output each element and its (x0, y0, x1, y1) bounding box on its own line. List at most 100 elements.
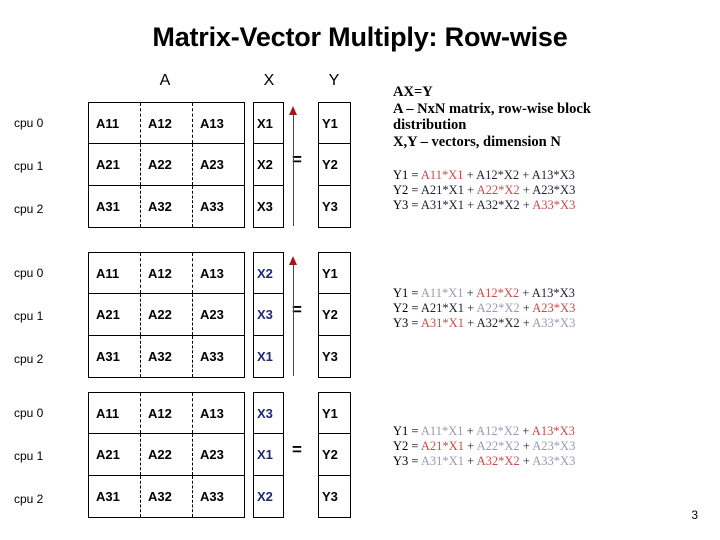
equals-sign: = (292, 300, 302, 319)
matrix-a-cell: A12 (141, 253, 193, 294)
equation-lhs: Y1 = (393, 286, 421, 300)
equation-lhs: Y1 = (393, 424, 421, 438)
vector-y-cell: Y2 (319, 434, 350, 476)
matrix-a-cell: A22 (141, 144, 193, 185)
equation-term: A23*X3 (532, 301, 576, 315)
rotation-arrow-icon (289, 106, 298, 226)
vector-y-cell: Y3 (322, 198, 338, 214)
equation-term: A23*X3 (532, 439, 576, 453)
equation-term: A33*X3 (532, 454, 576, 468)
equals-sign: = (292, 440, 302, 459)
matrix-a-cell: A33 (200, 198, 224, 214)
vector-x-cell: X2 (254, 253, 283, 295)
matrix-a-cell: A21 (89, 144, 141, 185)
equation-term: A33*X3 (532, 316, 576, 330)
equation-term: A32*X2 (476, 198, 520, 212)
equation-line: Y1 = A11*X1 + A12*X2 + A13*X3 (393, 286, 575, 301)
vector-x-cell: X1 (254, 434, 283, 476)
cpu-label-1: cpu 1 (14, 309, 44, 323)
equation-term: + (463, 198, 477, 212)
equation-line: Y2 = A21*X1 + A22*X2 + A23*X3 (393, 439, 575, 454)
vector-x-cell: X1 (254, 103, 283, 145)
equation-lhs: Y3 = (393, 454, 421, 468)
equation-term: A12*X2 (476, 168, 520, 182)
vector-y-cell: Y2 (319, 294, 350, 336)
matrix-a-cell: A31 (89, 185, 141, 227)
equation-term: A12*X2 (476, 286, 520, 300)
matrix-a-cell: A31 (89, 475, 141, 517)
vector-y-cell: Y3 (322, 348, 338, 364)
equation-term: A22*X2 (476, 301, 520, 315)
equation-term: A32*X2 (476, 454, 520, 468)
equation-term: A13*X3 (531, 286, 575, 300)
matrix-a-cell: A21 (89, 294, 141, 335)
matrix-a-cell: A33 (200, 348, 224, 364)
equation-line: Y3 = A31*X1 + A32*X2 + A33*X3 (393, 316, 575, 331)
equation-term: A23*X3 (532, 183, 576, 197)
vector-x-cell: X3 (254, 393, 283, 435)
equation-term: + (463, 286, 477, 300)
matrix-a-cell: A21 (89, 434, 141, 475)
equation-lhs: Y2 = (393, 301, 421, 315)
vector-y-cell: Y2 (319, 144, 350, 186)
equals-sign: = (292, 150, 302, 169)
vector-y-cell: Y1 (319, 103, 350, 145)
matrix-a-cell: A13 (200, 405, 224, 421)
equation-term: A13*X3 (531, 424, 575, 438)
matrix-a-cell: A13 (200, 265, 224, 281)
matrix-a-cell: A11 (89, 253, 141, 294)
equation-lhs: Y2 = (393, 439, 421, 453)
arrow-shaft (293, 112, 294, 226)
matrix-a-cell: A12 (141, 393, 193, 434)
description-line-1: AX=Y (393, 84, 433, 100)
rotation-arrow-icon (289, 256, 298, 376)
matrix-a-cell: A32 (141, 335, 193, 377)
cpu-label-1: cpu 1 (14, 159, 44, 173)
equation-term: + (519, 301, 533, 315)
equation-term: + (463, 168, 477, 182)
equation-term: A11*X1 (420, 424, 464, 438)
cpu-label-0: cpu 0 (14, 116, 44, 130)
equation-line: Y3 = A31*X1 + A32*X2 + A33*X3 (393, 198, 575, 213)
equation-term: A31*X1 (420, 454, 464, 468)
equation-term: A31*X1 (420, 316, 464, 330)
vector-x-cell: X2 (254, 144, 283, 186)
matrix-a-cell: A22 (141, 434, 193, 475)
arrow-shaft (293, 262, 294, 376)
equation-term: + (463, 439, 477, 453)
column-header-a: A (159, 72, 171, 89)
equation-term: + (463, 424, 477, 438)
column-header-y: Y (328, 72, 340, 89)
page-number: 3 (691, 508, 698, 522)
equation-term: A33*X3 (532, 198, 576, 212)
equation-line: Y1 = A11*X1 + A12*X2 + A13*X3 (393, 168, 575, 183)
equation-term: + (463, 454, 477, 468)
equation-lhs: Y3 = (393, 316, 421, 330)
equation-term: + (463, 301, 477, 315)
matrix-a-cell: A13 (200, 115, 224, 131)
description-text: AX=Y A – NxN matrix, row-wise block dist… (393, 84, 713, 150)
vector-y-cell: Y1 (319, 393, 350, 435)
matrix-a-cell: A23 (200, 306, 224, 322)
equation-term: A22*X2 (476, 183, 520, 197)
equation-term: + (519, 424, 532, 438)
equation-term: A22*X2 (476, 439, 520, 453)
equation-term: A32*X2 (476, 316, 520, 330)
